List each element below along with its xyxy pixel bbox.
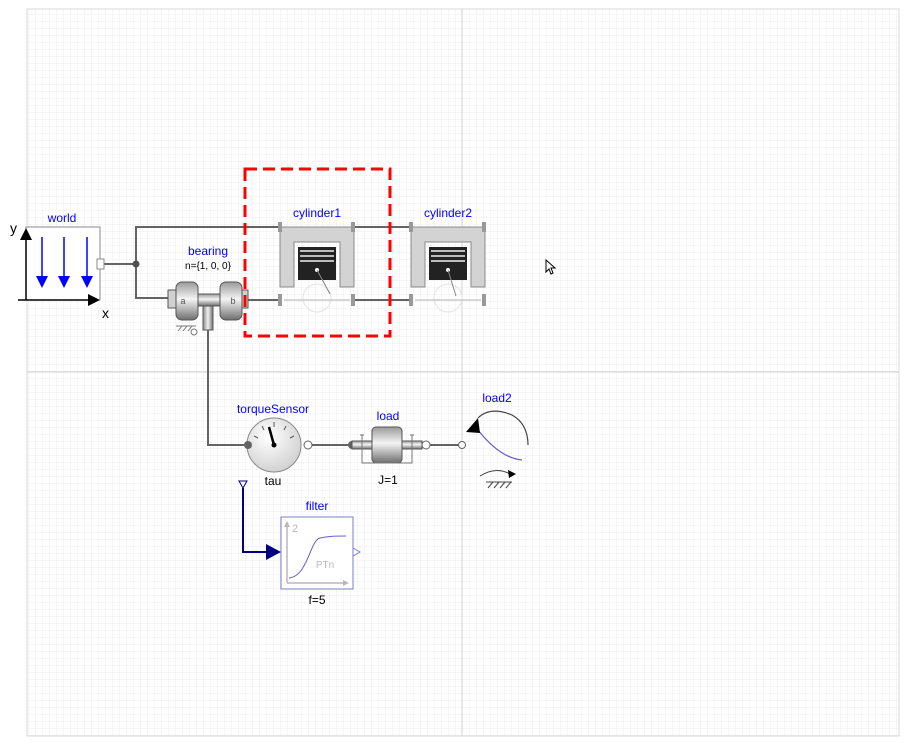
gauge-ticks-icon — [253, 422, 295, 439]
filter-order: 2 — [292, 523, 298, 535]
mechanical-connections — [104, 226, 462, 446]
torqueSensor-param: tau — [265, 474, 282, 488]
load-component[interactable]: load J=1 — [348, 409, 431, 487]
bearing-param: n={1, 0, 0} — [185, 261, 232, 272]
signal-output-icon — [238, 480, 248, 490]
filter-component[interactable]: 2 PTn filter f=5 — [266, 499, 362, 607]
grid-background — [26, 8, 900, 737]
ground-hatch-icon — [479, 470, 512, 489]
connection-node — [132, 260, 140, 268]
selection-box — [243, 167, 392, 338]
filter-label: filter — [306, 499, 329, 513]
gauge-needle-icon — [267, 426, 276, 446]
axis-x-arrow-icon — [88, 294, 100, 306]
load-label: load — [377, 409, 400, 423]
filter-type-label: PTn — [316, 560, 334, 571]
filter-output-port-icon — [352, 547, 362, 557]
axis-y-arrow-icon — [20, 228, 32, 240]
bearing-label: bearing — [188, 244, 228, 258]
world-component[interactable]: world y x — [10, 211, 109, 321]
load-param: J=1 — [378, 473, 398, 487]
world-axis-x-label: x — [102, 305, 109, 321]
cylinder1-label: cylinder1 — [293, 206, 341, 220]
bearing-port-a-label: a — [180, 296, 185, 306]
bearing-port-b-label: b — [230, 296, 235, 306]
world-axis-y-label: y — [10, 220, 17, 236]
load2-arrow-icon — [466, 418, 480, 433]
torqueSensor-label: torqueSensor — [237, 402, 309, 416]
cylinder2-label: cylinder2 — [424, 206, 472, 220]
load2-label: load2 — [482, 391, 512, 405]
filter-param: f=5 — [308, 593, 325, 607]
world-label: world — [47, 211, 77, 225]
cylinder1-component[interactable]: cylinder1 — [278, 206, 355, 313]
gravity-arrow-icon — [36, 237, 93, 288]
mouse-cursor-icon — [545, 258, 557, 275]
signal-connection — [242, 488, 268, 553]
filter-input-arrow-icon — [266, 544, 281, 560]
load2-component[interactable]: load2 — [458, 391, 529, 489]
cylinder2-component[interactable]: cylinder2 — [409, 206, 486, 313]
torqueSensor-component[interactable]: torqueSensor tau — [237, 402, 313, 490]
ground-hatch-icon — [176, 325, 198, 336]
bearing-component[interactable]: a b bearing n={1, 0, 0} — [167, 244, 249, 336]
